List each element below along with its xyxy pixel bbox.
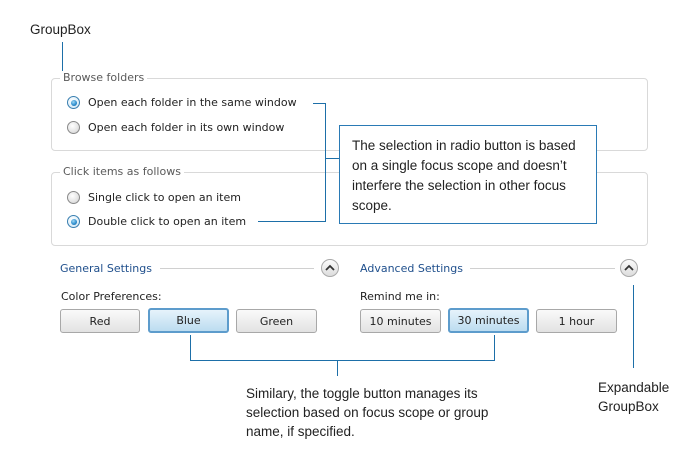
expandable-annotation-line2: GroupBox xyxy=(598,399,659,414)
radio-label: Open each folder in its own window xyxy=(88,121,285,134)
toggle-callout-line xyxy=(337,360,338,376)
color-preferences-label: Color Preferences: xyxy=(61,290,162,303)
toggle-1-hour-button[interactable]: 1 hour xyxy=(536,309,617,333)
radio-callout-line xyxy=(325,103,326,222)
toggle-callout-line xyxy=(190,335,191,361)
toggle-callout-line xyxy=(494,335,495,361)
toggle-red-button[interactable]: Red xyxy=(60,309,140,333)
expandable-annotation-line xyxy=(633,285,634,368)
toggle-blue-button[interactable]: Blue xyxy=(148,308,229,333)
general-settings-rule xyxy=(160,268,314,269)
groupbox-annotation-line xyxy=(62,42,63,80)
radio-callout-box: The selection in radio button is based o… xyxy=(339,125,597,224)
chevron-up-icon xyxy=(624,264,634,271)
chevron-up-icon xyxy=(325,264,335,271)
radio-label: Single click to open an item xyxy=(88,191,241,204)
radio-label: Open each folder in the same window xyxy=(88,96,297,109)
radio-double-click[interactable]: Double click to open an item xyxy=(67,215,246,228)
radio-button[interactable] xyxy=(67,121,80,134)
radio-label: Double click to open an item xyxy=(88,215,247,228)
radio-same-window[interactable]: Open each folder in the same window xyxy=(67,96,297,109)
toggle-green-button[interactable]: Green xyxy=(236,309,317,333)
general-settings-expander[interactable] xyxy=(321,259,339,277)
radio-callout-line xyxy=(313,103,326,104)
advanced-settings-rule xyxy=(470,268,615,269)
radio-own-window[interactable]: Open each folder in its own window xyxy=(67,121,284,134)
toggle-callout-line xyxy=(190,360,495,361)
radio-button[interactable] xyxy=(67,191,80,204)
browse-folders-header: Browse folders xyxy=(60,71,148,84)
radio-button-checked[interactable] xyxy=(67,96,80,109)
groupbox-annotation: GroupBox xyxy=(30,22,91,37)
radio-callout-text: The selection in radio button is based o… xyxy=(352,138,576,213)
radio-single-click[interactable]: Single click to open an item xyxy=(67,191,241,204)
toggle-callout-text: Similary, the toggle button manages its … xyxy=(246,386,489,439)
radio-callout-line xyxy=(258,221,326,222)
remind-me-label: Remind me in: xyxy=(360,290,440,303)
toggle-30-minutes-button[interactable]: 30 minutes xyxy=(448,308,529,333)
toggle-10-minutes-button[interactable]: 10 minutes xyxy=(360,309,441,333)
advanced-settings-expander[interactable] xyxy=(620,259,638,277)
click-items-header: Click items as follows xyxy=(60,165,184,178)
expandable-annotation-line1: Expandable xyxy=(598,380,670,395)
general-settings-header: General Settings xyxy=(60,262,152,275)
radio-button-checked[interactable] xyxy=(67,215,80,228)
radio-callout-line xyxy=(325,158,340,159)
advanced-settings-header: Advanced Settings xyxy=(360,262,463,275)
